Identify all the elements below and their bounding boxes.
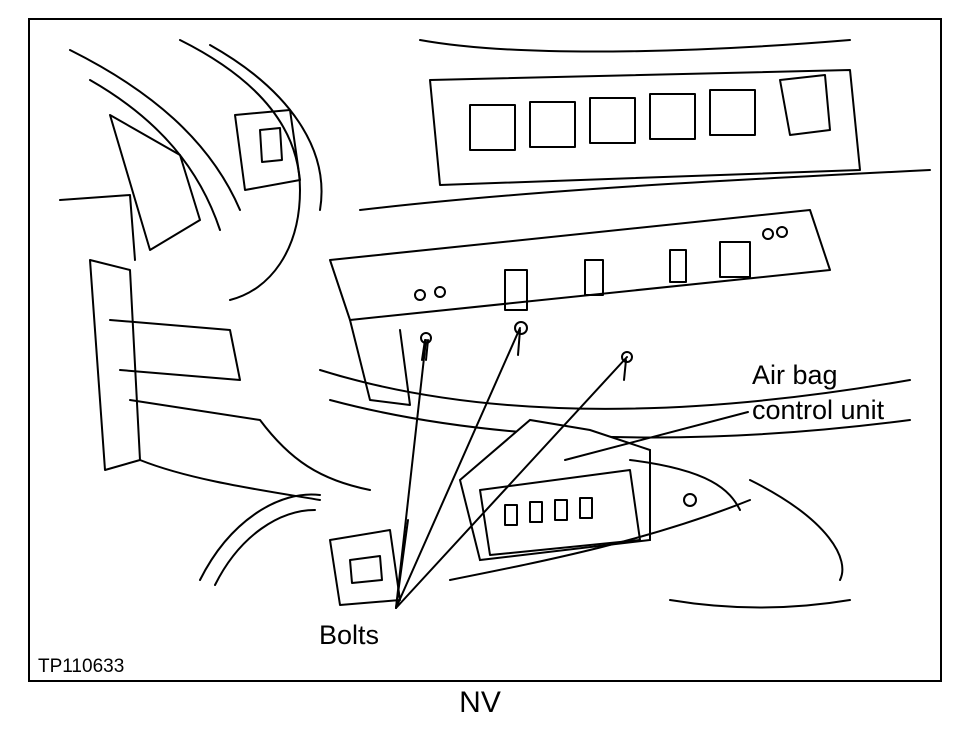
leader-lines — [395, 327, 749, 609]
figure-caption: NV — [459, 686, 501, 719]
bolts-callout: Bolts — [319, 620, 380, 650]
steering-column-drawing — [69, 39, 323, 301]
dashboard-underside-illustration — [59, 39, 931, 609]
dash-switch-panel — [359, 39, 931, 211]
bolts-drawing — [420, 321, 633, 381]
figure-frame: Air bag control unit Bolts TP110633 — [28, 18, 942, 682]
mounting-bracket — [319, 209, 911, 439]
figure-code: TP110633 — [38, 656, 125, 677]
airbag-callout-line2: control unit — [752, 395, 885, 425]
left-side-panel — [59, 194, 371, 501]
airbag-callout-line1: Air bag — [752, 360, 838, 390]
airbag-control-unit-drawing — [449, 418, 751, 581]
